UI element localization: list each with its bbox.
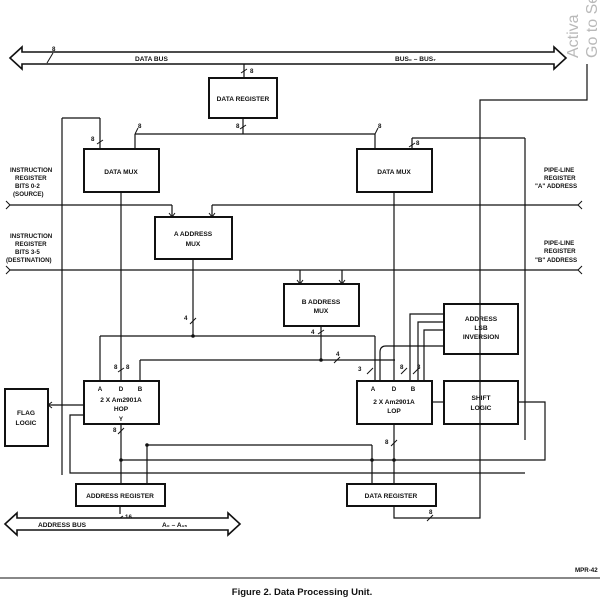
watermark-text-2: Go to Se [584,0,600,58]
data-bus-width: 8 [52,46,56,53]
shift-logic [443,380,519,425]
width-label: 8 [378,123,382,130]
flag-label-2: LOGIC [16,420,37,427]
data-bus-range: BUS₀ – BUS₇ [395,56,436,63]
ir-source-label-4: (SOURCE) [13,191,44,198]
hop-port-d: D [119,386,124,393]
pipe-a-label-2: REGISTER [544,175,576,182]
hop-label: HOP [114,406,129,413]
width-label: 8 [250,68,254,75]
data-register-top-label: DATA REGISTER [217,96,270,103]
lsb-label-1: ADDRESS [465,316,498,323]
data-register-bottom [346,483,437,507]
width-label: 8 [400,364,404,371]
pipe-b-label-3: "B" ADDRESS [535,257,577,264]
address-lsb-inversion [443,303,519,355]
ir-source-label-3: BITS 0-2 [15,183,40,190]
width-label: 8 [113,427,117,434]
address-bus-label: ADDRESS BUS [38,522,87,529]
pipe-b-label-2: REGISTER [544,248,576,255]
shift-label-1: SHIFT [471,395,490,402]
pipe-b-label-1: PIPE-LINE [544,240,574,247]
flag-logic [4,388,49,447]
data-bus-label: DATA BUS [135,56,168,63]
width-label: 8 [91,136,95,143]
shift-label-2: LOGIC [471,405,492,412]
figure-ref: MPR-42 [575,567,598,574]
b-address-mux-label-2: MUX [314,308,329,315]
figure-caption: Figure 2. Data Processing Unit. [232,587,372,598]
hop-port-a: A [98,386,103,393]
ir-source-label-2: REGISTER [15,175,47,182]
lsb-label-3: INVERSION [463,334,500,341]
hop-port-b: B [138,386,143,393]
ir-dest-label-3: BITS 3-5 [15,249,40,256]
data-mux-hop [83,148,160,193]
ir-source-label-1: INSTRUCTION [10,167,53,174]
ir-dest-label-4: (DESTINATION) [6,257,52,264]
data-mux-lop-label: DATA MUX [377,169,411,176]
hop-chip: 2 X Am2901A [100,397,142,404]
data-register-top [208,77,278,119]
pipe-a-label-3: "A" ADDRESS [535,183,577,190]
address-bus-range: A₀ – A₁₅ [162,522,187,529]
lsb-label-2: LSB [474,325,487,332]
width-label: 8 [385,439,389,446]
alu-lop [356,380,433,425]
address-bus [3,511,242,537]
width-label: 8 [236,123,240,130]
address-register-label: ADDRESS REGISTER [86,493,154,500]
width-label: 8 [114,364,118,371]
width-label: 8 [416,140,420,147]
lop-label: LOP [387,408,401,415]
data-bus-width-tick [46,52,54,64]
ir-dest-label-1: INSTRUCTION [10,233,53,240]
data-register-bottom-label: DATA REGISTER [365,493,418,500]
width-label: 3 [358,366,362,373]
width-label: 4 [336,351,340,358]
width-label: 8 [126,364,130,371]
a-address-mux-label-1: A ADDRESS [174,231,213,238]
data-mux-lop [356,148,433,193]
ir-dest-label-2: REGISTER [15,241,47,248]
pipe-a-label-1: PIPE-LINE [544,167,574,174]
a-address-mux [154,216,233,260]
watermark-text-1: Activa [565,14,582,58]
lop-chip: 2 X Am2901A [373,399,415,406]
width-label: 4 [311,329,315,336]
width-label: 4 [184,315,188,322]
hop-port-y: Y [119,416,124,423]
lop-port-a: A [371,386,376,393]
width-label: 3 [417,364,421,371]
width-label: 8 [138,123,142,130]
flag-label-1: FLAG [17,410,35,417]
width-label: 8 [429,509,433,516]
a-address-mux-label-2: MUX [186,241,201,248]
lop-port-b: B [411,386,416,393]
data-bus [8,45,568,71]
lop-port-d: D [392,386,397,393]
b-address-mux [283,283,360,327]
data-mux-hop-label: DATA MUX [104,169,138,176]
b-address-mux-label-1: B ADDRESS [302,299,341,306]
